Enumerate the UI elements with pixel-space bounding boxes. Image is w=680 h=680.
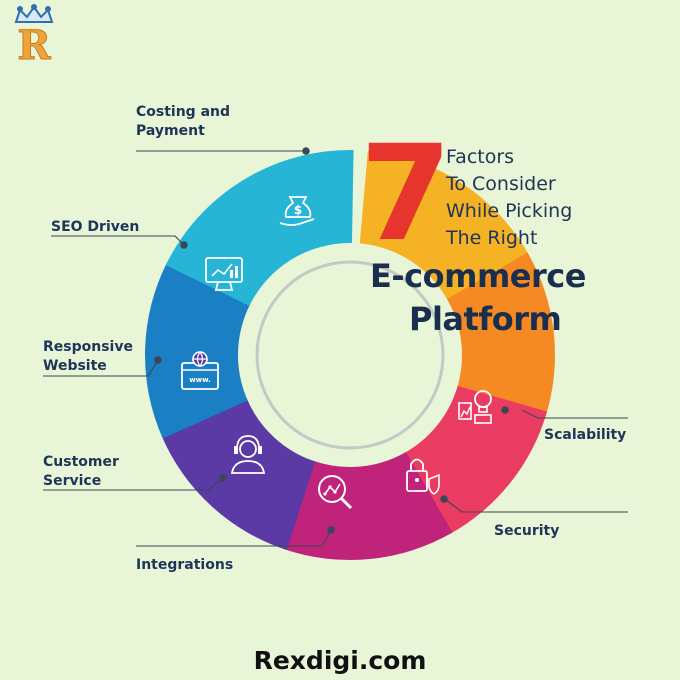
leader-seo-dot xyxy=(180,241,188,249)
leader-responsive xyxy=(43,361,158,377)
label-line: Customer xyxy=(43,454,119,470)
heading-ecommerce: E-commerce xyxy=(370,257,586,295)
label-line: Service xyxy=(43,473,102,489)
leader-integrations xyxy=(136,531,331,547)
segment-responsive-website xyxy=(161,398,316,550)
leader-integrations-dot xyxy=(327,526,335,534)
label-customer-service: Customer Service xyxy=(43,453,119,491)
label-responsive-website: Responsive Website xyxy=(43,338,133,376)
segment-scalability xyxy=(359,150,530,301)
padlock-shield-icon xyxy=(406,458,440,495)
segment-costing-and-payment xyxy=(165,150,354,306)
big-number-seven: 7 xyxy=(360,117,452,271)
svg-text:$: $ xyxy=(294,203,302,217)
crown-icon xyxy=(14,4,54,23)
leader-costing-dot xyxy=(302,147,310,155)
label-line: Responsive xyxy=(43,339,133,355)
leader-scalability-dot xyxy=(501,406,509,414)
segment-integrations xyxy=(404,385,548,535)
leader-customer-dot xyxy=(219,474,227,482)
label-costing-and-payment: Costing and Payment xyxy=(136,103,230,141)
heading-platform: Platform xyxy=(409,300,562,338)
inner-ring-outline xyxy=(255,260,445,450)
leader-security xyxy=(445,499,628,513)
label-line: Integrations xyxy=(136,557,234,573)
money-bag-hand-icon: $ xyxy=(279,196,315,226)
seo-monitor-icon xyxy=(205,257,243,291)
label-line: Security xyxy=(494,523,560,539)
title-subtext: Factors To Consider While Picking The Ri… xyxy=(446,144,572,252)
segment-customer-service xyxy=(283,451,453,560)
leader-seo xyxy=(51,235,184,245)
label-line: SEO Driven xyxy=(51,219,140,235)
label-integrations: Integrations xyxy=(136,556,233,575)
title-line: While Picking xyxy=(446,200,573,222)
title-line: The Right xyxy=(446,227,538,249)
rexdigi-logo: R xyxy=(14,4,54,62)
svg-text:www.: www. xyxy=(189,376,211,384)
headset-agent-icon xyxy=(230,435,266,474)
label-line: Scalability xyxy=(544,427,627,443)
label-security: Security xyxy=(494,522,559,541)
label-scalability: Scalability xyxy=(544,426,626,445)
web-browser-icon: www. xyxy=(181,351,219,390)
logo-letter: R xyxy=(17,22,51,62)
magnifier-chart-icon xyxy=(318,475,353,510)
leader-security-dot xyxy=(440,495,448,503)
leader-scalability xyxy=(521,409,628,419)
label-line: Website xyxy=(43,358,107,374)
label-seo-driven: SEO Driven xyxy=(51,218,139,237)
title-line: Factors xyxy=(446,146,515,168)
leader-customer xyxy=(43,478,223,491)
label-line: Payment xyxy=(136,123,205,139)
label-line: Costing and xyxy=(136,104,231,120)
footer-website: Rexdigi.com xyxy=(253,646,427,675)
leader-lines xyxy=(43,147,628,547)
segment-security xyxy=(446,252,555,415)
title-line: To Consider xyxy=(446,173,556,195)
segment-seo-driven xyxy=(145,261,251,439)
lightbulb-growth-icon xyxy=(458,390,492,424)
leader-responsive-dot xyxy=(154,356,162,364)
